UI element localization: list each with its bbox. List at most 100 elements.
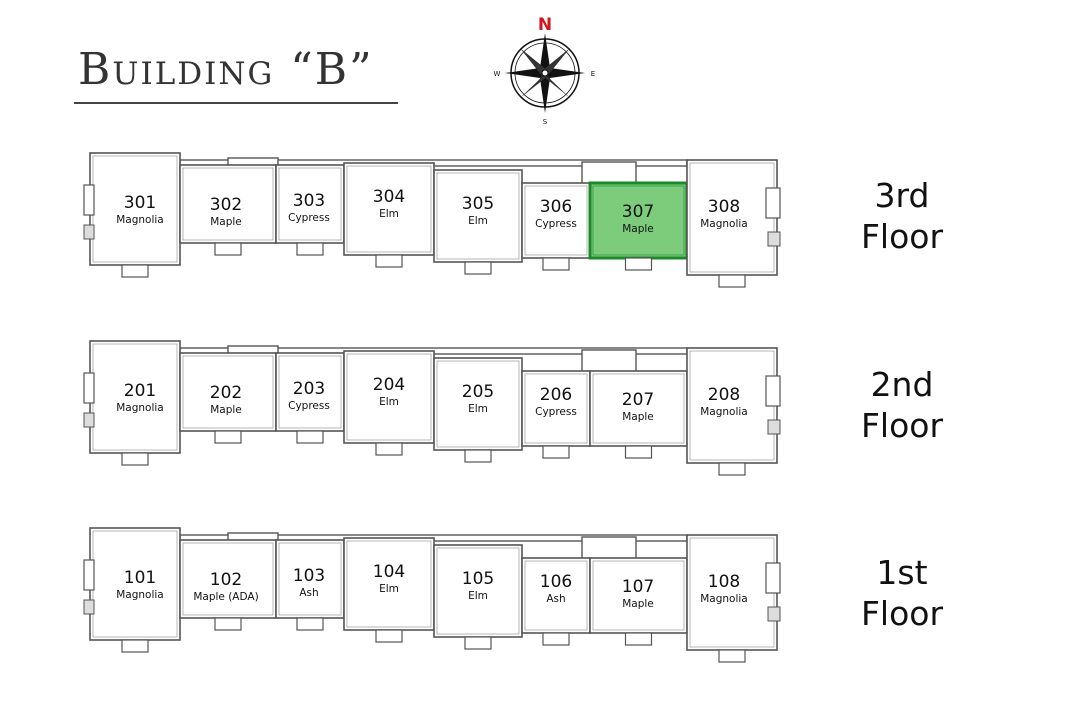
unit-type: Elm bbox=[379, 208, 399, 220]
unit-balcony bbox=[214, 617, 242, 631]
unit-outline bbox=[433, 357, 523, 451]
bay-window bbox=[765, 562, 781, 594]
floor-label-2: 2nd Floor bbox=[832, 364, 972, 446]
unit-type: Magnolia bbox=[116, 402, 164, 414]
unit-number: 106 bbox=[540, 572, 572, 592]
unit-number: 308 bbox=[708, 197, 740, 217]
unit-number: 208 bbox=[708, 385, 740, 405]
unit-number: 302 bbox=[210, 195, 242, 215]
unit-number: 103 bbox=[293, 566, 325, 586]
floor-label-1-line1: 1st bbox=[876, 553, 928, 592]
unit-balcony bbox=[214, 242, 242, 256]
title-underline bbox=[74, 102, 398, 104]
compass-north-label: N bbox=[538, 15, 552, 35]
unit-type: Cypress bbox=[535, 218, 577, 230]
unit-type: Maple bbox=[622, 411, 654, 423]
unit-number: 304 bbox=[373, 187, 405, 207]
hvac-unit bbox=[83, 599, 95, 615]
unit-type: Magnolia bbox=[700, 406, 748, 418]
unit-number: 205 bbox=[462, 382, 494, 402]
floor-label-3: 3rd Floor bbox=[832, 175, 972, 257]
unit-type: Magnolia bbox=[116, 589, 164, 601]
unit-balcony bbox=[375, 254, 403, 268]
floor-label-2-line1: 2nd bbox=[870, 365, 934, 404]
unit-type: Maple (ADA) bbox=[193, 591, 258, 603]
unit-number: 201 bbox=[124, 381, 156, 401]
unit-balcony bbox=[718, 649, 746, 663]
bay-window bbox=[83, 372, 95, 404]
unit-number: 307 bbox=[622, 202, 654, 222]
unit-balcony bbox=[718, 274, 746, 288]
unit-balcony bbox=[542, 445, 570, 459]
hvac-unit bbox=[767, 419, 781, 435]
unit-balcony bbox=[542, 257, 570, 271]
floor-label-3-line2: Floor bbox=[860, 217, 944, 256]
unit-outline bbox=[433, 544, 523, 638]
unit-type: Cypress bbox=[535, 406, 577, 418]
unit-balcony bbox=[121, 452, 149, 466]
unit-type: Elm bbox=[468, 403, 488, 415]
unit-type: Maple bbox=[210, 216, 242, 228]
floor-label-2-line2: Floor bbox=[860, 406, 944, 445]
unit-balcony bbox=[296, 617, 324, 631]
unit-outline bbox=[343, 537, 435, 631]
unit-type: Cypress bbox=[288, 400, 330, 412]
hvac-unit bbox=[767, 606, 781, 622]
building-title: Building “B” bbox=[78, 44, 374, 95]
unit-type: Ash bbox=[299, 587, 318, 599]
unit-outline bbox=[89, 152, 181, 266]
unit-type: Elm bbox=[379, 396, 399, 408]
unit-number: 305 bbox=[462, 194, 494, 214]
unit-type: Elm bbox=[468, 215, 488, 227]
unit-number: 206 bbox=[540, 385, 572, 405]
unit-balcony bbox=[624, 632, 653, 646]
unit-balcony bbox=[214, 430, 242, 444]
unit-type: Elm bbox=[468, 590, 488, 602]
unit-number: 101 bbox=[124, 568, 156, 588]
unit-number: 207 bbox=[622, 390, 654, 410]
unit-number: 204 bbox=[373, 375, 405, 395]
unit-outline bbox=[275, 164, 345, 244]
floor-label-1-line2: Floor bbox=[860, 594, 944, 633]
unit-type: Cypress bbox=[288, 212, 330, 224]
compass-east-label: E bbox=[591, 70, 595, 78]
unit-balcony bbox=[296, 242, 324, 256]
compass-south-label: S bbox=[543, 118, 548, 126]
unit-balcony bbox=[375, 629, 403, 643]
unit-outline bbox=[275, 352, 345, 432]
hvac-unit bbox=[83, 224, 95, 240]
unit-number: 104 bbox=[373, 562, 405, 582]
unit-outline bbox=[179, 539, 277, 619]
unit-balcony bbox=[121, 639, 149, 653]
bay-window bbox=[765, 375, 781, 407]
unit-balcony bbox=[624, 257, 653, 271]
unit-type: Magnolia bbox=[700, 593, 748, 605]
unit-outline bbox=[588, 181, 689, 260]
hvac-unit bbox=[767, 231, 781, 247]
bay-window bbox=[83, 559, 95, 591]
unit-balcony bbox=[624, 445, 653, 459]
unit-balcony bbox=[542, 632, 570, 646]
unit-balcony bbox=[464, 636, 492, 650]
unit-outline bbox=[686, 347, 778, 464]
unit-number: 105 bbox=[462, 569, 494, 589]
unit-type: Ash bbox=[546, 593, 565, 605]
unit-balcony bbox=[464, 261, 492, 275]
unit-number: 102 bbox=[210, 570, 242, 590]
unit-outline bbox=[589, 557, 688, 634]
unit-balcony bbox=[375, 442, 403, 456]
unit-type: Magnolia bbox=[116, 214, 164, 226]
bay-window bbox=[765, 187, 781, 219]
unit-outline bbox=[343, 162, 435, 256]
unit-balcony bbox=[464, 449, 492, 463]
unit-number: 303 bbox=[293, 191, 325, 211]
unit-balcony bbox=[296, 430, 324, 444]
unit-type: Magnolia bbox=[700, 218, 748, 230]
unit-balcony bbox=[121, 264, 149, 278]
unit-outline bbox=[686, 534, 778, 651]
